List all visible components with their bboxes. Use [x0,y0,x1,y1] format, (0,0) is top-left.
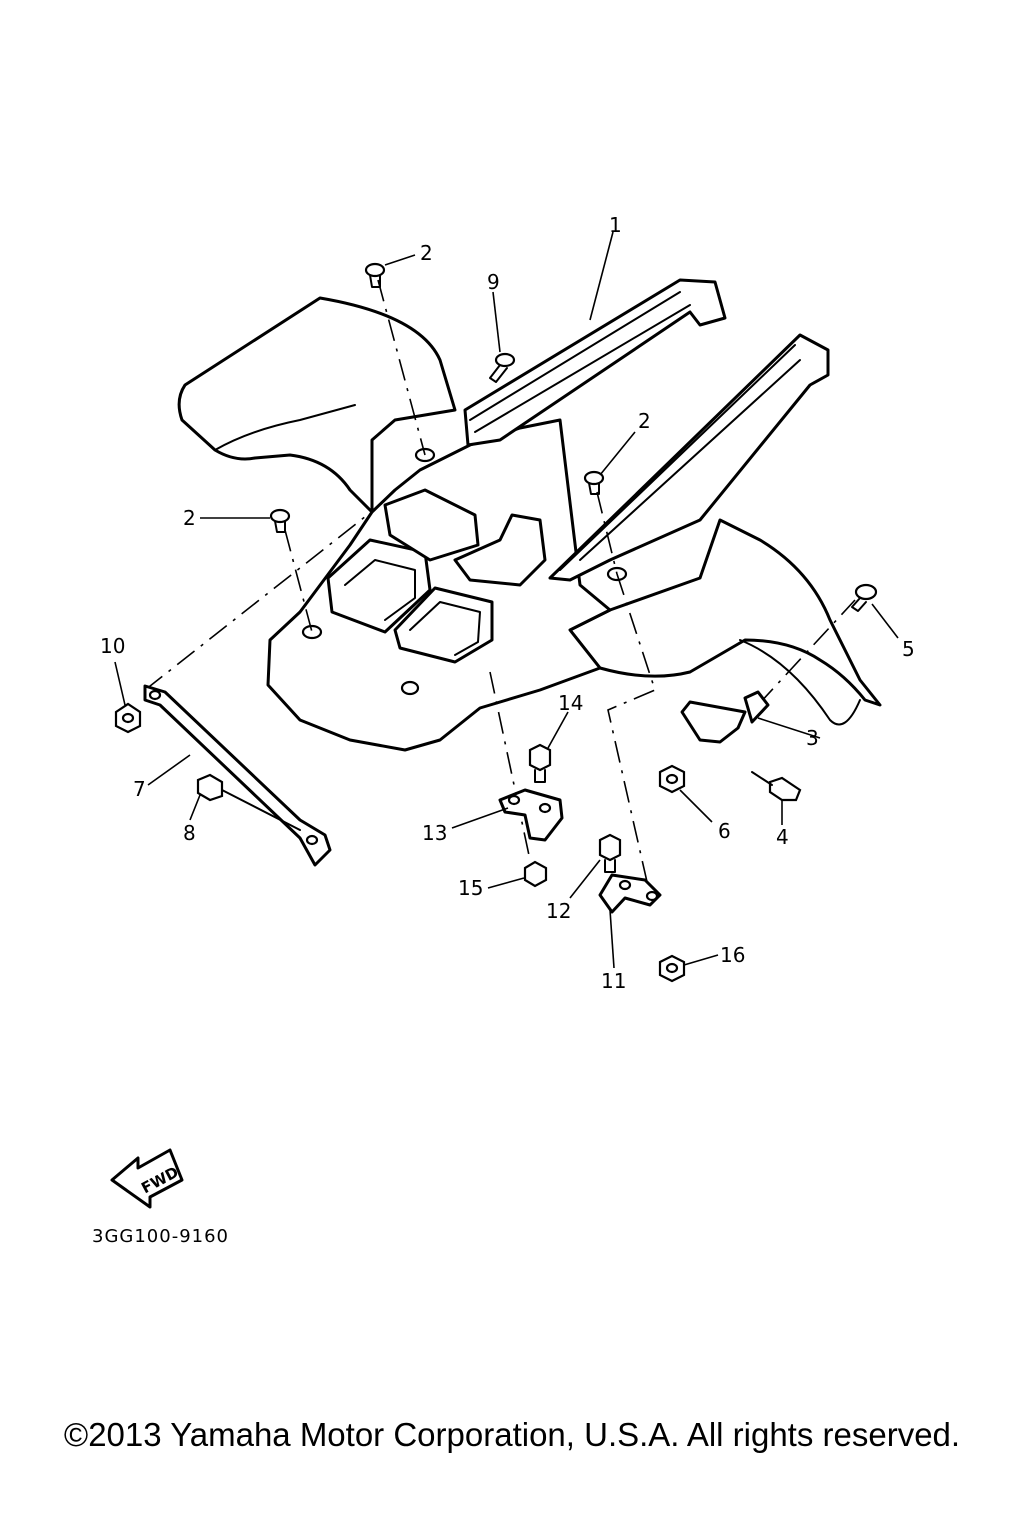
assembly-lines [144,279,856,896]
drawing-code: 3GG100-9160 [92,1226,229,1247]
bolt-icon [851,583,878,612]
bracket-icon [498,788,564,842]
screw-icon [364,262,386,288]
callout-2: 2 [183,506,196,530]
callout-14: 14 [558,691,583,715]
callout-10: 10 [100,634,125,658]
hardware [114,262,878,983]
callout-13: 13 [422,821,447,845]
copyright-notice: ©2013 Yamaha Motor Corporation, U.S.A. A… [63,1416,961,1453]
nut-icon [658,954,686,983]
bolt-icon [196,773,301,831]
screw-icon [583,470,605,495]
callout-6: 6 [718,819,731,843]
rear-fender [177,278,882,752]
callout-labels: 1 2 2 2 3 4 5 6 7 8 9 10 11 12 13 14 15 … [100,213,915,993]
callout-5: 5 [902,637,915,661]
callout-8: 8 [183,821,196,845]
nut-icon [523,860,548,888]
callout-16: 16 [720,943,745,967]
callout-2: 2 [420,241,433,265]
screw-icon [269,508,291,533]
nut-icon [658,764,686,794]
callout-7: 7 [133,777,146,801]
bolt-icon [751,771,802,802]
callout-2: 2 [638,409,651,433]
nut-icon [114,702,142,734]
bolt-icon [489,352,516,383]
bolt-icon [528,743,552,783]
callout-4: 4 [776,825,789,849]
leader-lines [114,231,899,969]
callout-15: 15 [458,876,483,900]
callout-3: 3 [806,726,819,750]
bracket-icon [598,873,662,914]
stay-bracket-icon [143,684,332,867]
callout-11: 11 [601,969,626,993]
callout-1: 1 [609,213,622,237]
bolt-icon [598,833,622,873]
clip-icon [680,690,770,744]
callout-12: 12 [546,899,571,923]
callout-9: 9 [487,270,500,294]
fwd-arrow-icon: FWD [110,1148,184,1209]
